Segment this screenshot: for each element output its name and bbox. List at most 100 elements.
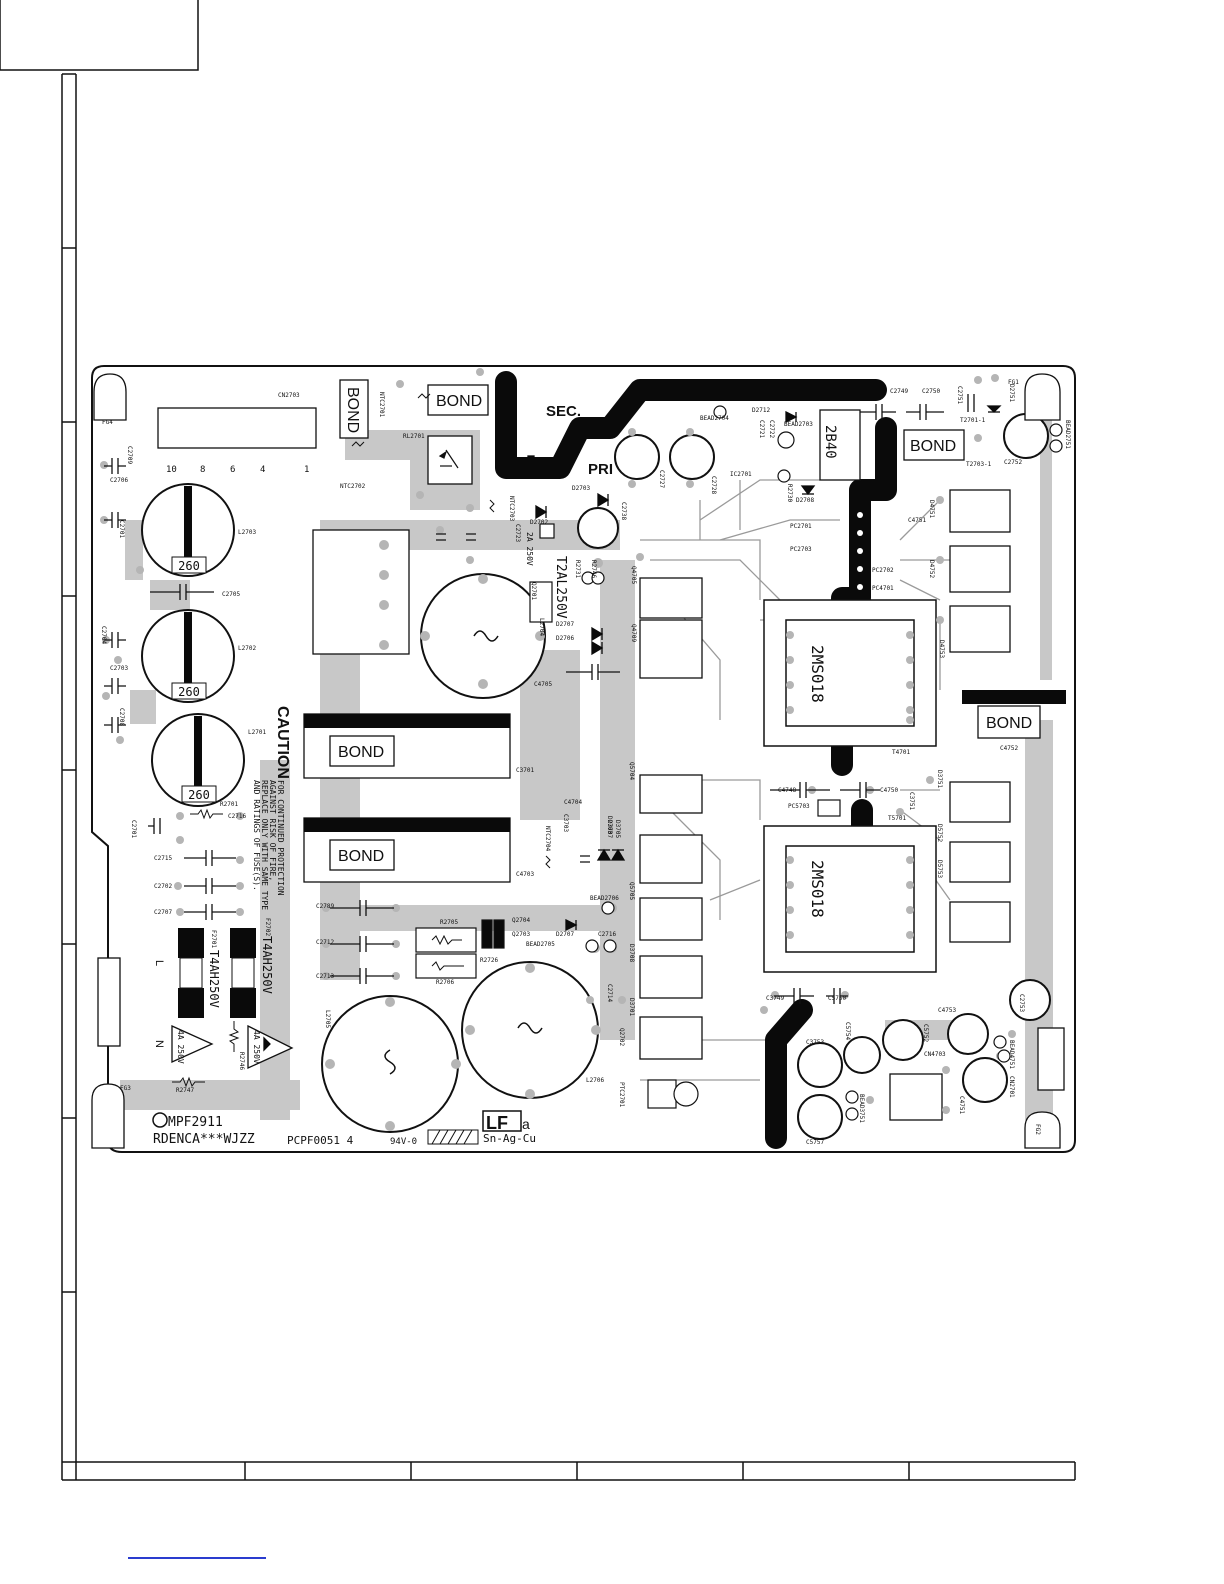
svg-text:C2713: C2713 [316,973,334,980]
fuse-f2701-rating: T4AH250V [207,950,221,1008]
svg-text:T4701: T4701 [892,749,910,756]
svg-text:C4704: C4704 [564,799,582,806]
svg-text:T2701-1: T2701-1 [960,417,986,424]
transformer-label-lower: 2MS018 [808,860,827,918]
rating-code: 94V-0 [390,1137,417,1147]
svg-text:C2704: C2704 [100,626,107,644]
svg-text:C4752: C4752 [1000,745,1018,752]
svg-text:T2703-1: T2703-1 [966,461,992,468]
svg-text:R2701: R2701 [220,801,238,808]
relay-rl2701 [438,449,459,469]
resistors [415,405,1063,1121]
fuse-small-rating: 2A 250V [525,532,534,566]
svg-text:D4752: D4752 [928,560,935,578]
warn-rating-1: 4A 250V [176,1030,185,1064]
model-code: MPF2911 [168,1115,223,1130]
svg-text:C3749: C3749 [766,995,784,1002]
svg-text:C4705: C4705 [534,681,552,688]
svg-text:PTC2701: PTC2701 [618,1082,625,1108]
svg-text:RL2701: RL2701 [403,433,425,440]
bond-label-3: BOND [910,438,956,455]
small-capacitors [104,394,975,1004]
fuse-f2702-rating: T4AH250V [260,936,274,994]
page-frame [0,0,1076,1481]
caution-title: CAUTION [274,706,291,779]
svg-text:C2709: C2709 [126,446,133,464]
svg-text:C2703: C2703 [110,665,128,672]
component-labels: CN2703 NTC2701 RL2701 NTC2702 C2749 C275… [100,379,1071,1146]
resistor-zigzags [172,393,551,1088]
svg-text:NTC2704: NTC2704 [544,826,551,852]
fuse-main-rating: T2AL250V [553,556,568,619]
svg-text:C2712: C2712 [316,939,334,946]
svg-text:D3708: D3708 [628,944,635,962]
coil-value-boxes [171,556,217,803]
svg-text:C3753: C3753 [806,1039,824,1046]
connector-pin-6: 6 [230,465,235,475]
svg-text:D3705: D3705 [614,820,621,838]
capacitor-c3753 [797,1042,843,1088]
svg-text:L2705: L2705 [324,1010,331,1028]
svg-text:C5752: C5752 [922,1024,929,1042]
svg-text:R2731: R2731 [574,560,581,578]
svg-text:C2702: C2702 [154,883,172,890]
svg-text:R2746: R2746 [590,560,597,578]
svg-text:Q5704: Q5704 [628,762,635,780]
capacitor-c2728 [669,434,715,480]
svg-text:C2789: C2789 [316,903,334,910]
diodes [263,405,1002,1052]
footer-link-line [128,1557,266,1559]
coil-l2705 [321,995,459,1133]
svg-text:D2751: D2751 [1008,384,1015,402]
capacitor-c2727 [614,434,660,480]
n-label: N [153,1040,165,1048]
connector-pin-8: 8 [200,465,205,475]
svg-text:FG3: FG3 [120,1085,131,1092]
inductor-marks [384,630,543,1075]
svg-text:C4703: C4703 [516,871,534,878]
svg-text:C2749: C2749 [890,388,908,395]
svg-text:C4753: C4753 [938,1007,956,1014]
capacitor-c4751 [962,1057,1008,1103]
coil-value-l2702: 260 [178,685,200,699]
svg-text:C2708: C2708 [118,708,125,726]
svg-text:C2716: C2716 [228,813,246,820]
svg-text:C2751: C2751 [956,386,963,404]
hatched-area [427,1129,479,1145]
svg-text:FG4: FG4 [102,419,113,426]
svg-text:C5757: C5757 [806,1139,824,1146]
mounting-holes [91,373,1061,1149]
svg-text:PC2702: PC2702 [872,567,894,574]
svg-text:CN4703: CN4703 [924,1051,946,1058]
svg-text:BEAD2703: BEAD2703 [784,421,813,428]
svg-text:CN2703: CN2703 [278,392,300,399]
svg-text:C2716: C2716 [598,931,616,938]
svg-text:R2730: R2730 [786,484,793,502]
capacitor-c5754 [843,1036,881,1074]
connector-pin-1: 1 [304,465,309,475]
svg-text:D2706: D2706 [556,635,574,642]
svg-text:R2705: R2705 [440,919,458,926]
svg-text:C2722: C2722 [768,420,775,438]
capacitor-c5752 [882,1019,924,1061]
svg-text:PC4701: PC4701 [872,585,894,592]
svg-text:PC2703: PC2703 [790,546,812,553]
photocoupler-holes [857,512,863,590]
svg-text:R2747: R2747 [176,1087,194,1094]
svg-text:L2704: L2704 [538,618,545,636]
svg-text:NTC2703: NTC2703 [508,496,515,522]
svg-text:C2738: C2738 [620,502,627,520]
ic-block-fills [304,690,1066,832]
svg-text:L2703: L2703 [238,529,256,536]
svg-text:D3701: D3701 [628,998,635,1016]
svg-text:BEAD2706: BEAD2706 [590,895,619,902]
svg-text:BEAD3751: BEAD3751 [858,1094,865,1123]
svg-text:D4753: D4753 [938,640,945,658]
caution-line-4: AND RATINGS OF FUSE(S). [252,780,261,891]
svg-text:C2701: C2701 [118,520,125,538]
coil-value-l2703: 260 [178,559,200,573]
svg-text:Q2704: Q2704 [512,917,530,924]
part-code: RDENCA***WJZZ [153,1132,255,1147]
svg-text:C2707: C2707 [154,909,172,916]
large-coils [141,413,1051,1140]
